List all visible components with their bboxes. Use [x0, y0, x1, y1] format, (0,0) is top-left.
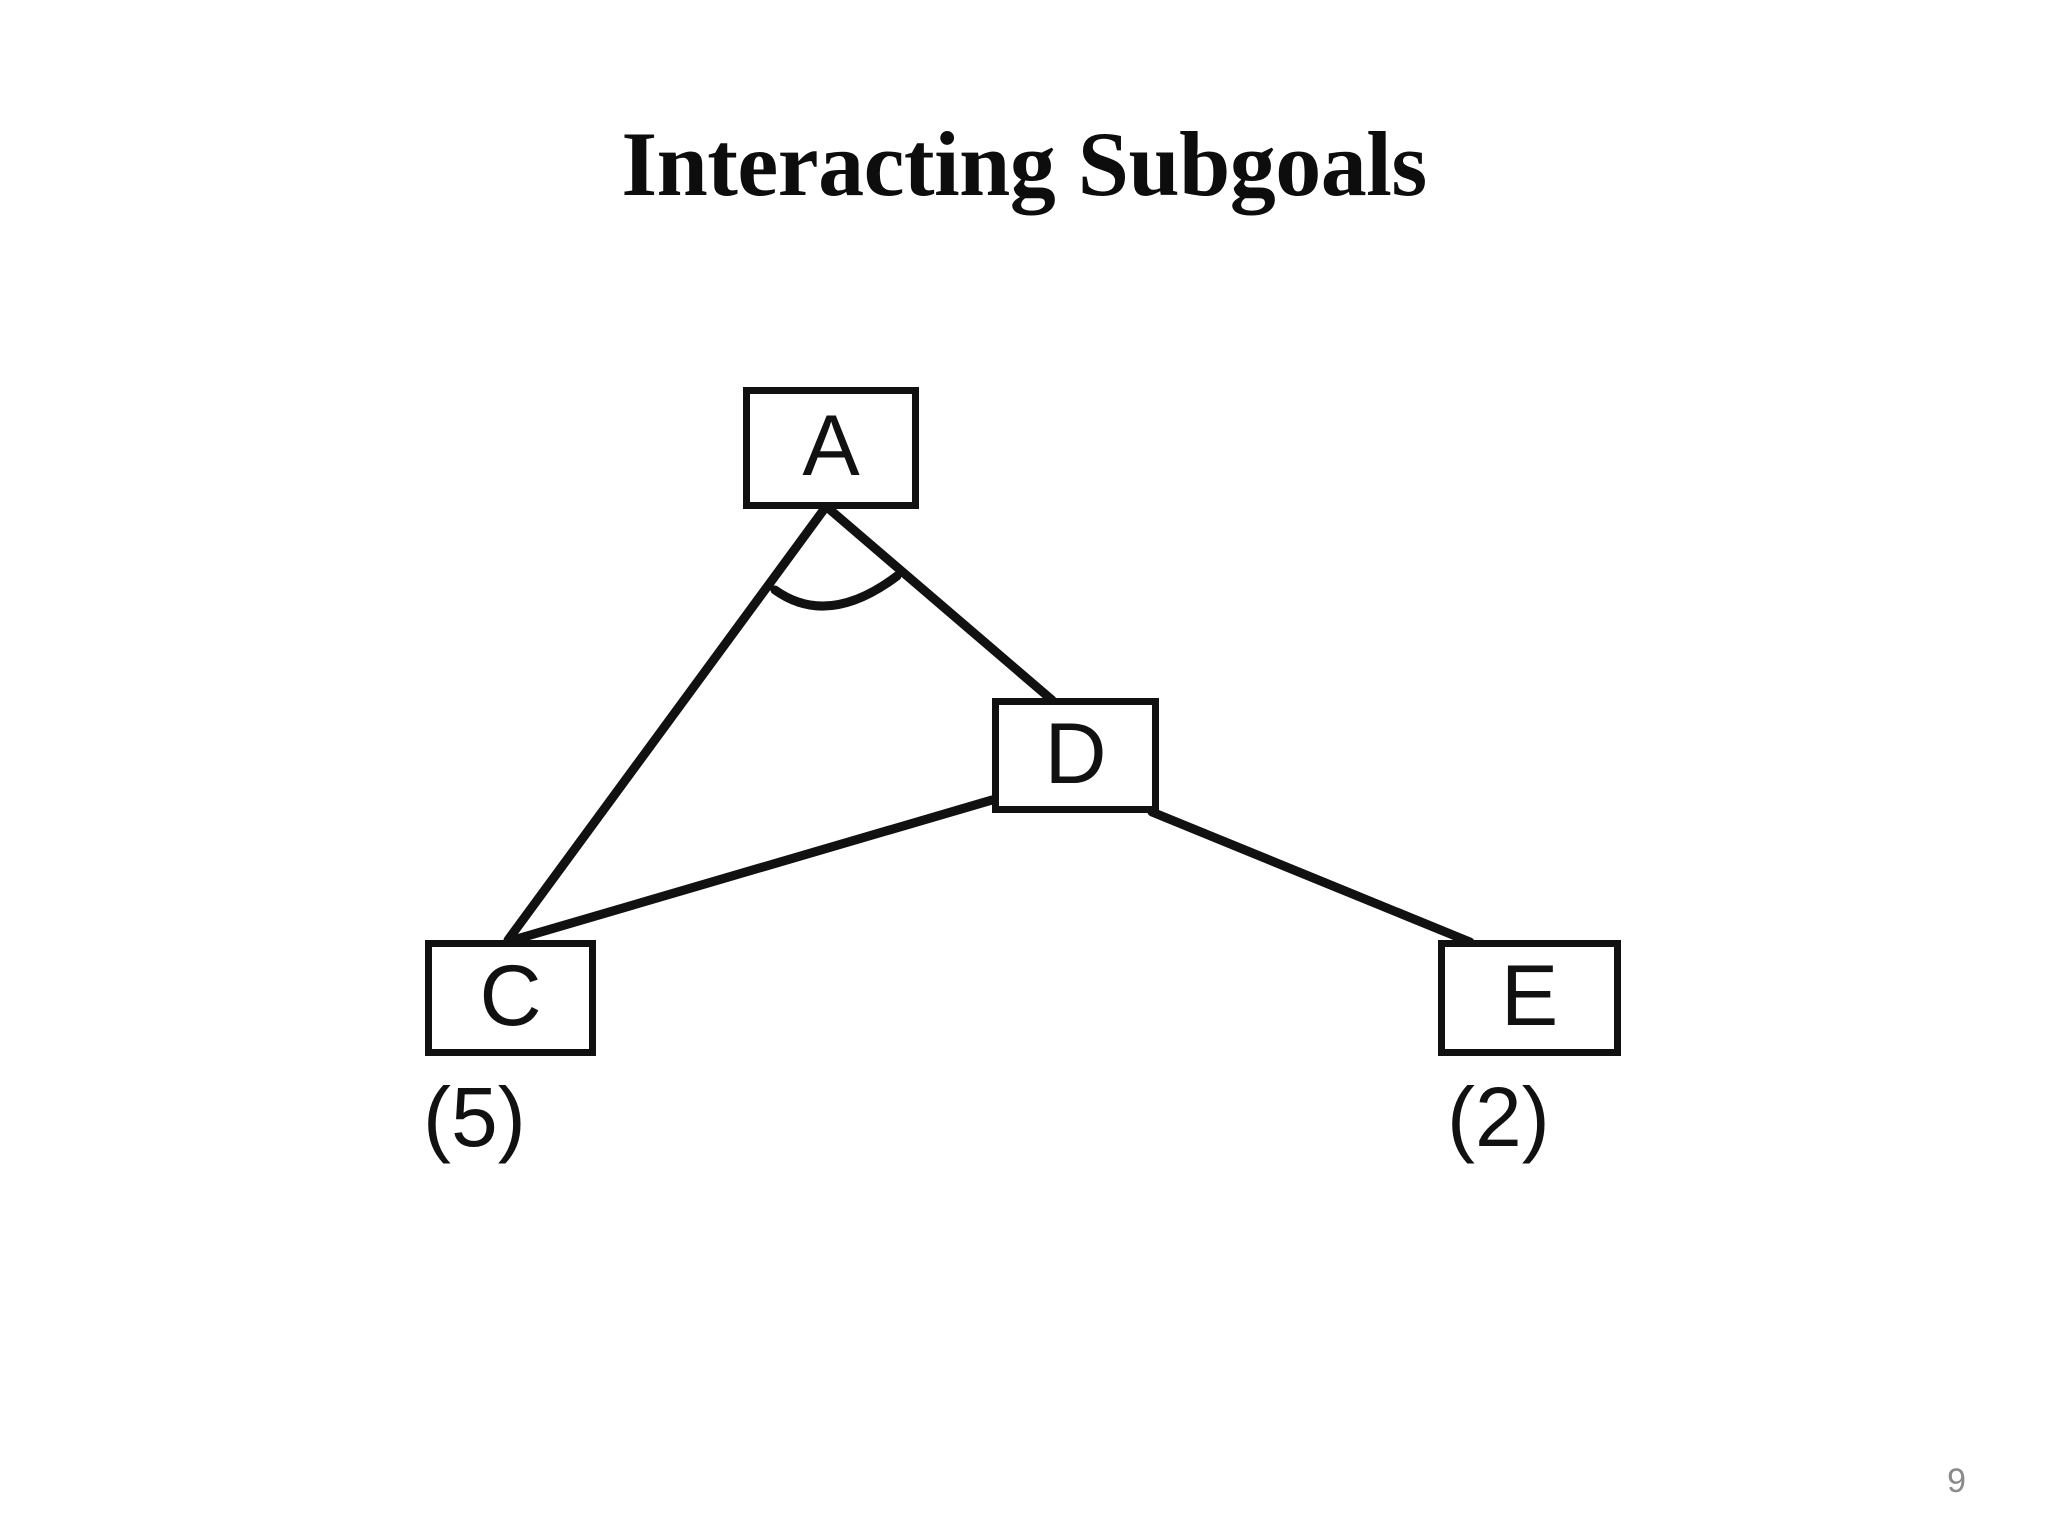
- edge-a-c: [503, 503, 830, 945]
- node-e-cost-label: (2): [1447, 1070, 1550, 1164]
- node-a[interactable]: A: [743, 387, 919, 509]
- node-d[interactable]: D: [992, 698, 1159, 813]
- page-title: Interacting Subgoals: [621, 113, 1427, 215]
- node-c-cost-label: (5): [423, 1070, 526, 1164]
- node-c[interactable]: C: [425, 940, 596, 1056]
- and-arc-icon: [770, 571, 902, 611]
- node-a-label: A: [802, 398, 860, 494]
- edge-d-e: [1147, 807, 1475, 947]
- node-c-label: C: [479, 948, 542, 1044]
- edge-d-c: [505, 795, 997, 946]
- edge-a-d: [823, 503, 1057, 705]
- page-number: 9: [1947, 1462, 1966, 1500]
- node-e[interactable]: E: [1438, 940, 1621, 1056]
- node-e-label: E: [1500, 948, 1559, 1044]
- node-d-label: D: [1044, 705, 1107, 802]
